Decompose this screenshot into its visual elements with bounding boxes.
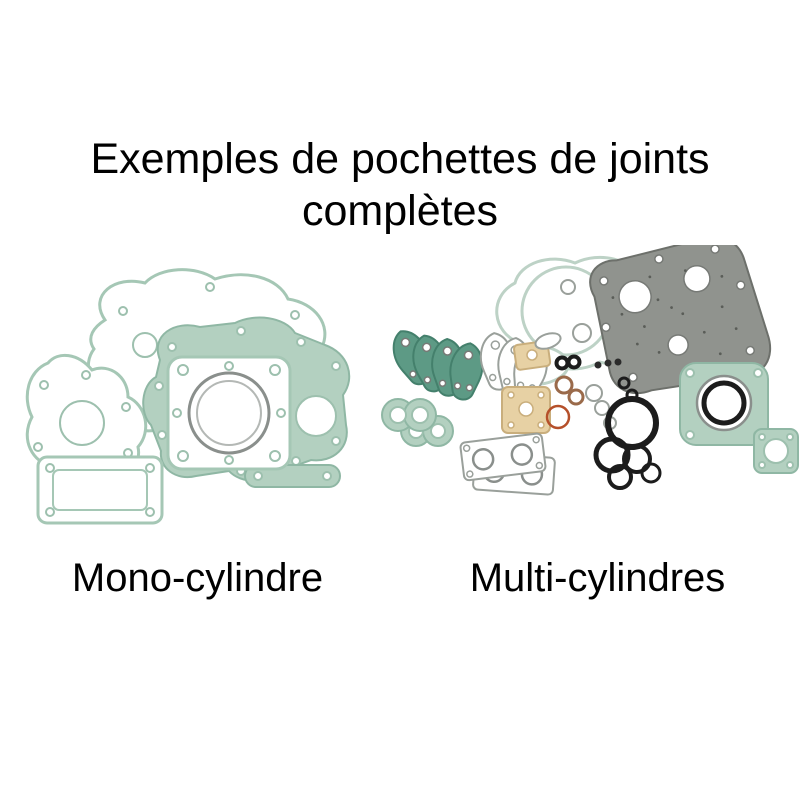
cylinder-base-gasket-stack [459,432,556,496]
label-multi-cylindres: Multi-cylindres [469,556,726,600]
label-mono-cylindre: Mono-cylindre [71,556,324,600]
rectangular-base-gasket [36,455,164,525]
multi-cylinder-gasket-illustration [370,235,800,505]
small-square-gasket [753,428,799,474]
paper-gasket-square [501,386,551,434]
twin-port-gasket-pair [381,398,454,447]
mono-gasket-svg [25,268,351,525]
o-ring-cluster [593,396,662,490]
mono-cylinder-gasket-illustration [10,265,370,540]
title-line-1: Exemples de pochettes de joints [90,135,710,183]
multi-gasket-svg [381,235,799,496]
valve-cover-gasket [679,362,769,446]
reed-gasket-fan-stack [385,324,487,403]
cylinder-head-gasket [166,355,292,471]
title-line-2: complètes [302,186,498,235]
speckle-texture [611,269,738,356]
